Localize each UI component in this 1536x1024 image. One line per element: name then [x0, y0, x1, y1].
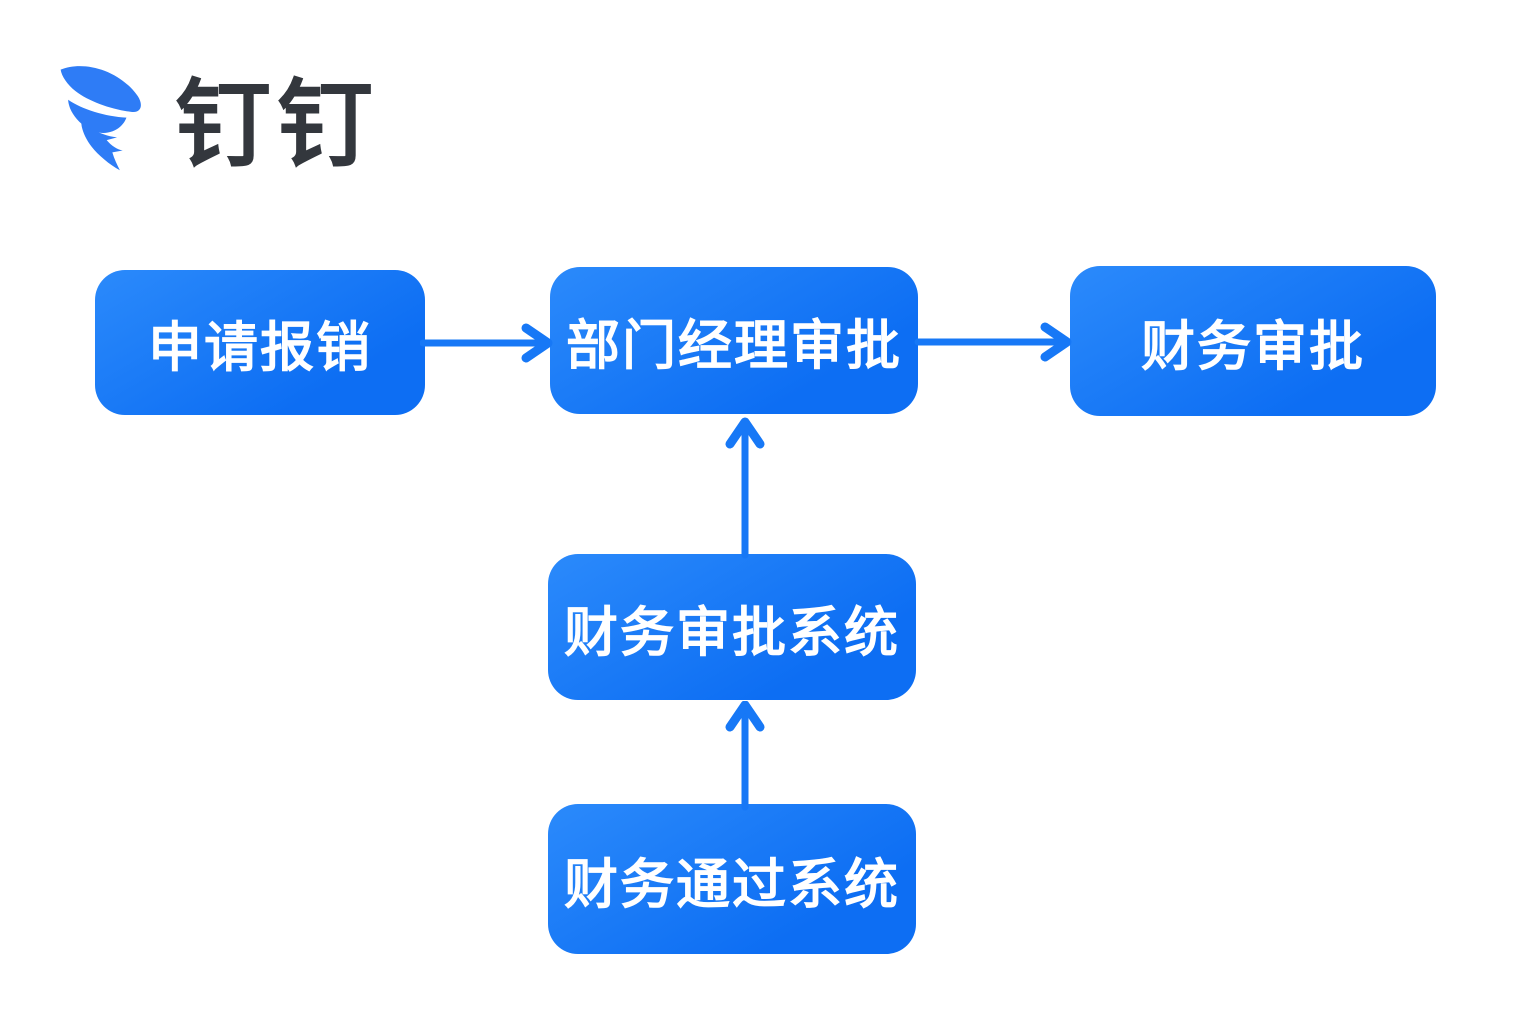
flow-node-finance-pass-system: 财务通过系统: [548, 804, 916, 954]
arrow-finance-system-to-manager-icon: [720, 416, 770, 559]
brand-name: 钉钉: [175, 72, 379, 179]
flow-node-apply-reimbursement: 申请报销: [95, 270, 425, 415]
flow-node-label: 财务审批: [1141, 316, 1365, 377]
arrow-finance-pass-to-finance-system-icon: [720, 701, 770, 811]
brand-header: 钉钉: [55, 60, 379, 178]
flow-node-label: 部门经理审批: [566, 316, 902, 376]
flow-node-finance-approval-system: 财务审批系统: [548, 554, 916, 700]
flow-node-finance-approval: 财务审批: [1070, 266, 1436, 416]
flow-node-label: 财务审批系统: [564, 602, 900, 663]
arrow-manager-to-finance-icon: [914, 317, 1072, 367]
flow-node-label: 申请报销: [148, 318, 372, 378]
dingtalk-wing-icon: [60, 66, 141, 171]
flow-node-department-manager-approval: 部门经理审批: [550, 267, 918, 414]
flow-node-label: 财务通过系统: [564, 854, 900, 915]
arrow-apply-to-manager-icon: [420, 318, 556, 368]
